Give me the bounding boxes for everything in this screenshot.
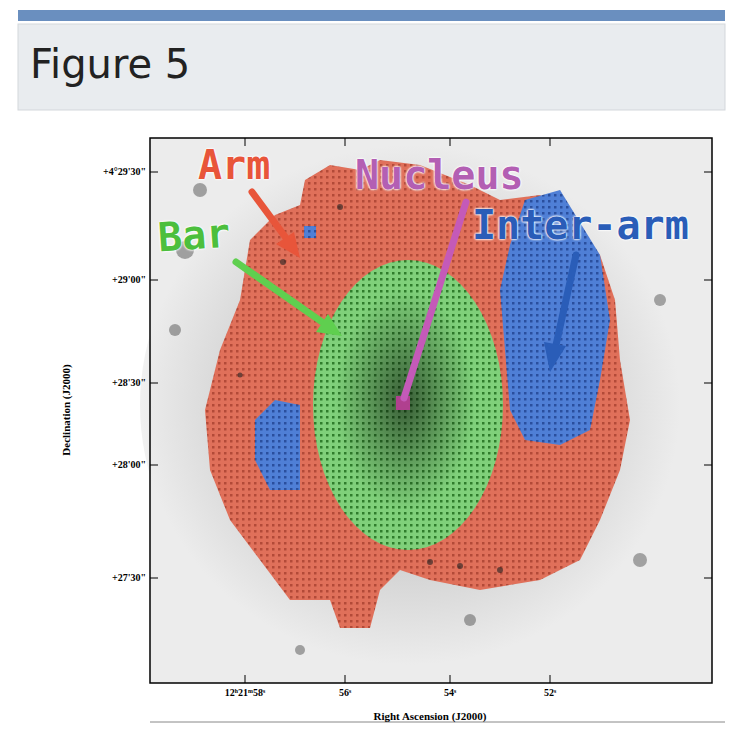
axis-tick-label: +29'00" <box>112 275 146 285</box>
axis-title: Declination (J2000) <box>61 364 72 455</box>
axis-tick-label: 54ˢ <box>444 688 456 698</box>
region-label: Bar <box>157 213 232 258</box>
axis-tick-label: +4°29'30" <box>103 167 146 177</box>
arm-leader <box>252 192 286 238</box>
axis-tick-label: 12ʰ21ᵐ58ˢ <box>225 688 265 698</box>
header-bar <box>18 10 725 21</box>
region-label: Nucleus <box>355 155 524 195</box>
inter-arm-region <box>304 226 316 238</box>
plot-frame <box>150 138 712 683</box>
axis-tick-label: +27'30" <box>112 573 146 583</box>
axis-tick-label: +28'30" <box>112 378 146 388</box>
axis-tick-label: 56ˢ <box>339 688 351 698</box>
arm-arrowhead <box>276 232 300 258</box>
figure-title: Figure 5 <box>30 44 190 84</box>
bar-leader <box>236 262 322 322</box>
arm-knots <box>238 204 504 573</box>
header-panel <box>18 24 725 110</box>
inter-arm-arrowhead <box>544 342 566 372</box>
axis-title: Right Ascension (J2000) <box>373 711 486 722</box>
bar-region <box>313 260 503 550</box>
axis-tick-label: 52ˢ <box>544 688 556 698</box>
inter-arm-leader <box>556 255 576 345</box>
inter-arm-region <box>255 400 300 490</box>
bar-arrowhead <box>316 314 342 336</box>
region-label: Arm <box>198 145 270 185</box>
nucleus-leader <box>404 202 466 398</box>
region-label: Inter-arm <box>472 205 689 245</box>
tick-marks <box>150 138 712 683</box>
axis-tick-label: +28'00" <box>112 460 146 470</box>
